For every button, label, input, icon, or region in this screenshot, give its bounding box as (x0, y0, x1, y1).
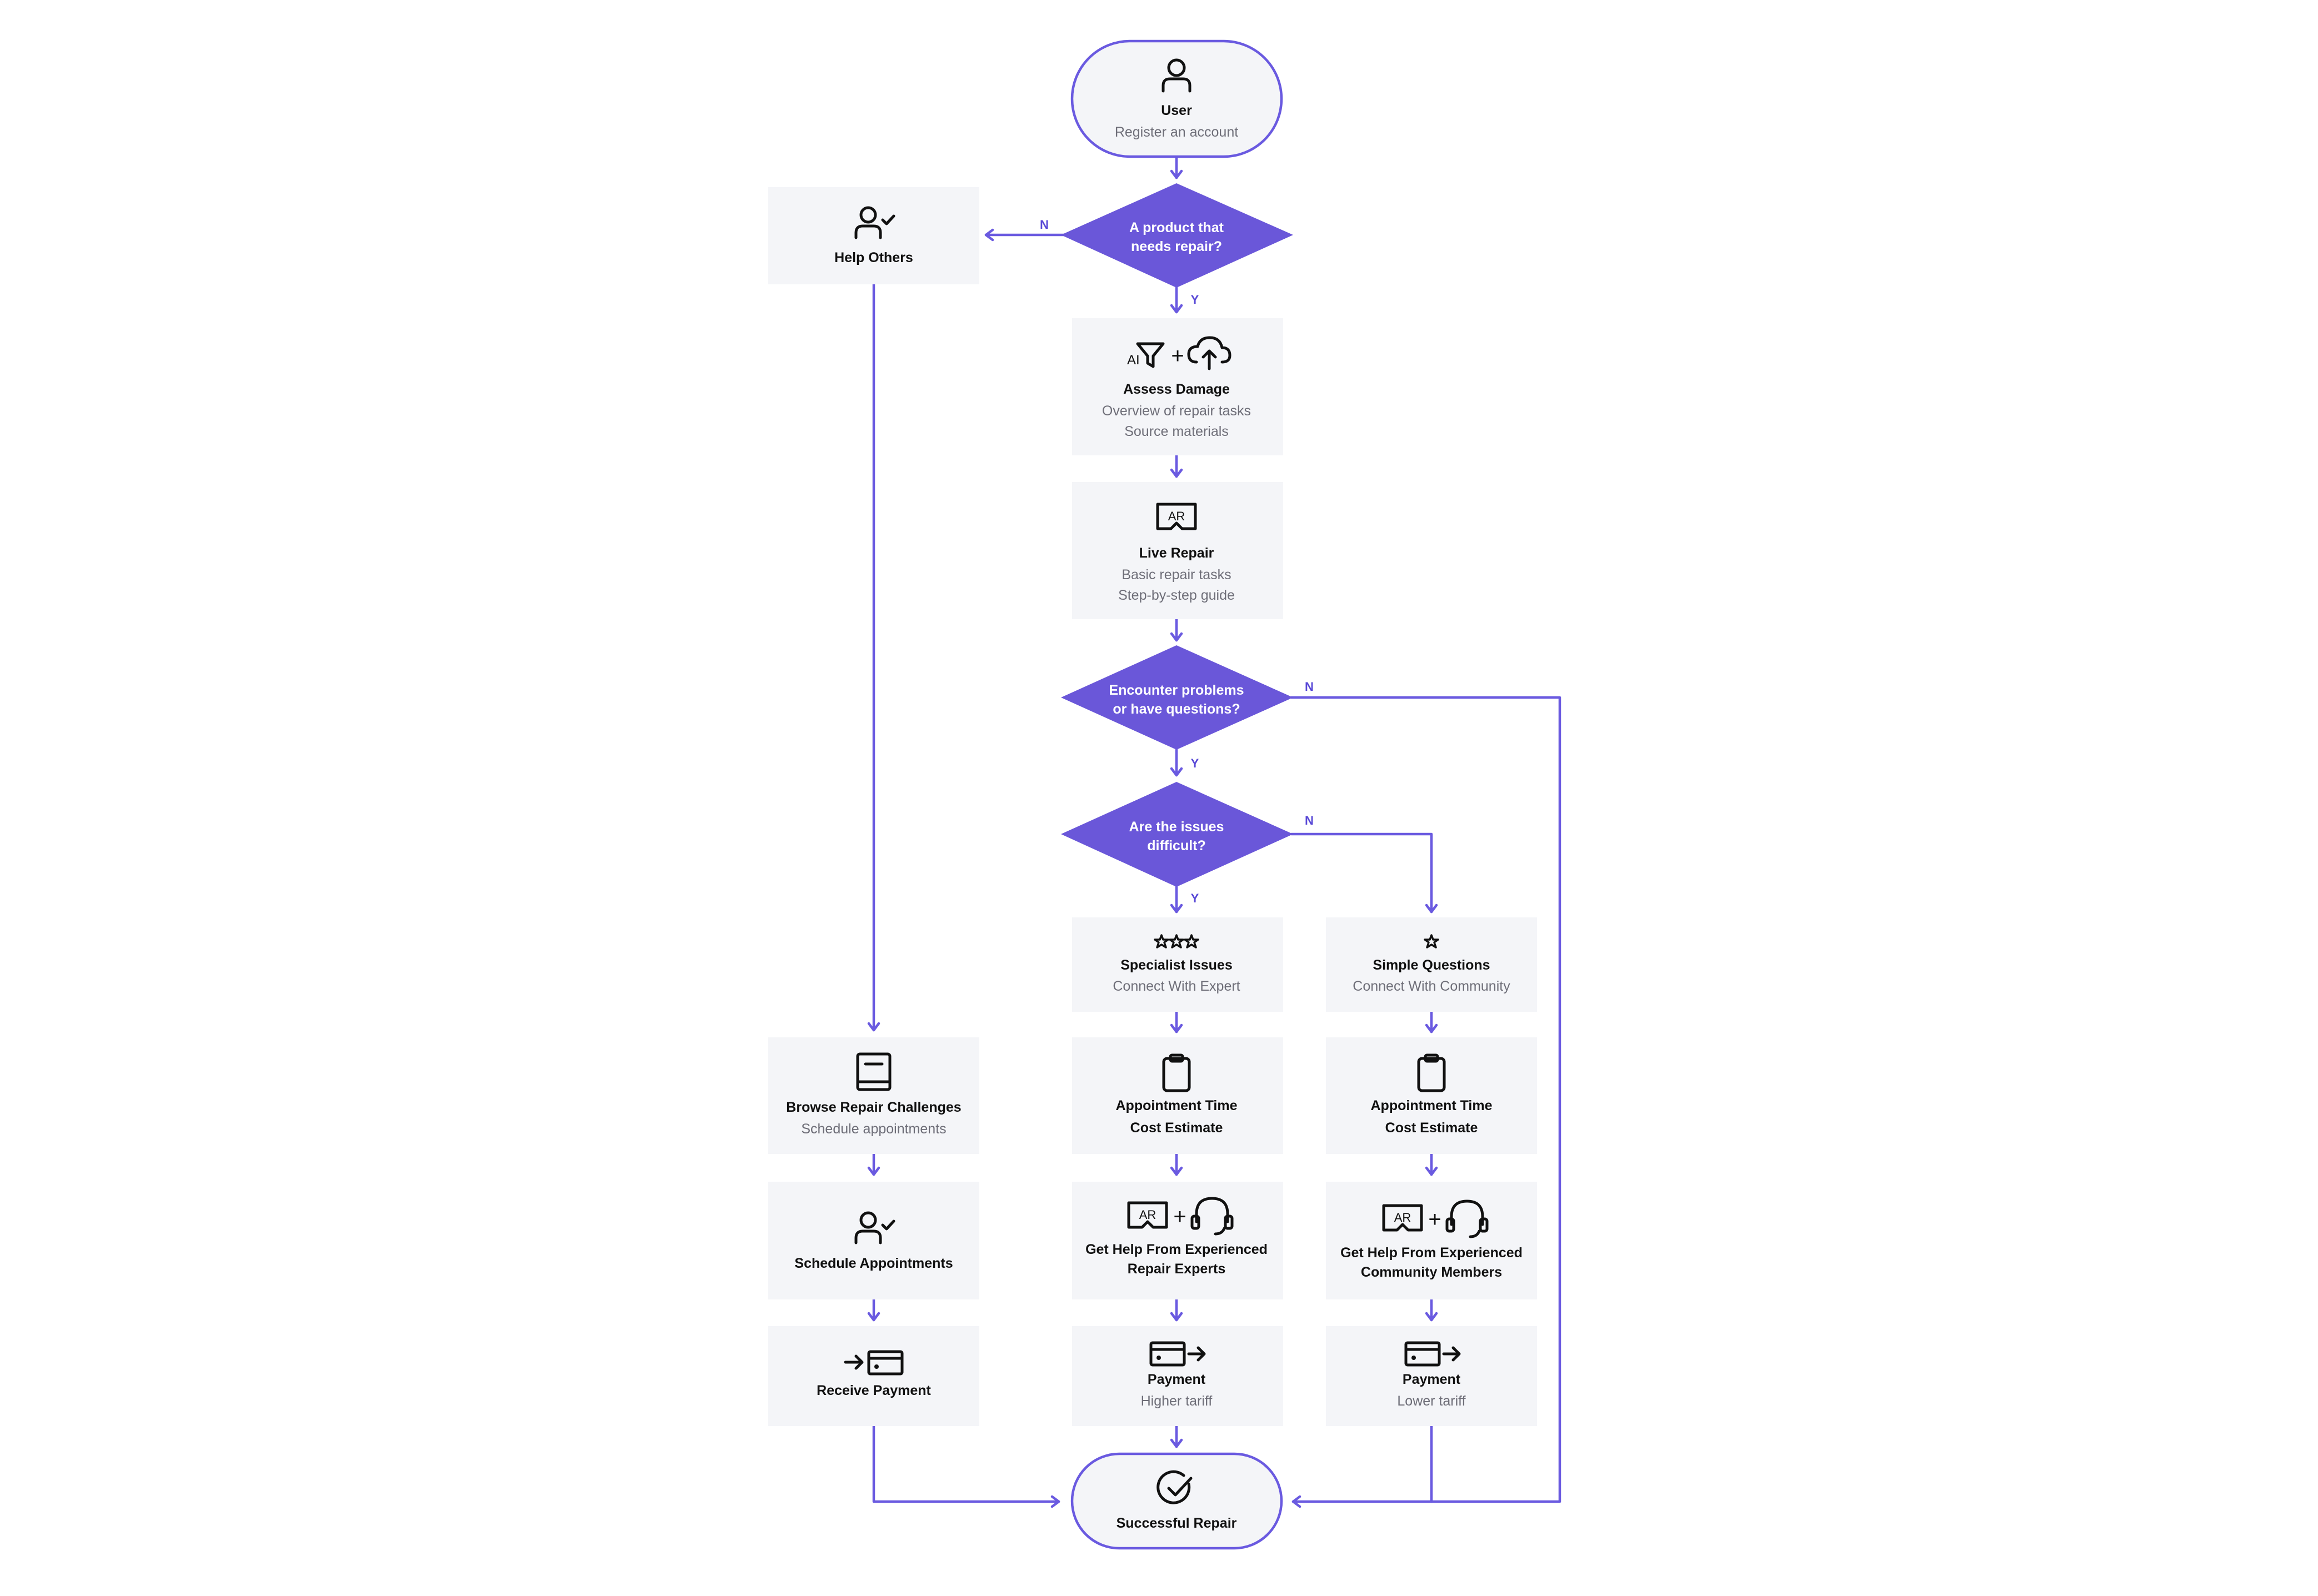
node-browse-challenges: Browse Repair Challenges Schedule appoin… (768, 1037, 979, 1154)
decision-difficult-line1: Are the issues (1129, 819, 1224, 835)
node-payment-lower: Payment Lower tariff (1326, 1326, 1537, 1426)
star-icon (1424, 934, 1439, 948)
help-others-title: Help Others (834, 250, 913, 265)
assess-title: Assess Damage (1123, 382, 1230, 397)
ar-headset-icon: AR (1127, 1201, 1168, 1229)
plus-icon: + (1171, 344, 1184, 368)
edge-label-yes: Y (1191, 293, 1199, 307)
browse-title: Browse Repair Challenges (786, 1100, 961, 1115)
schedule-title: Schedule Appointments (794, 1256, 953, 1271)
node-assess-damage: AI + Assess Damage Overview of repair ta… (1072, 318, 1283, 455)
card-out-icon (1149, 1341, 1206, 1367)
node-help-others: Help Others (768, 187, 979, 284)
ar-headset-icon: AR (1382, 1204, 1423, 1232)
ar-label: AR (1168, 509, 1185, 523)
ar-label: AR (1139, 1208, 1157, 1222)
edge-difficult-no-to-simple (1290, 832, 1438, 914)
browse-subtitle: Schedule appointments (801, 1121, 946, 1137)
appointment-line1: Appointment Time (1116, 1098, 1238, 1113)
appointment-line2: Cost Estimate (1385, 1120, 1478, 1136)
edges (867, 155, 1561, 1508)
node-user: User Register an account (1070, 39, 1283, 158)
node-specialist-issues: Specialist Issues Connect With Expert (1072, 917, 1283, 1012)
help-community-line1: Get Help From Experienced (1340, 1245, 1523, 1261)
clipboard-icon (1417, 1053, 1446, 1092)
simple-title: Simple Questions (1373, 957, 1490, 973)
decision-problems-line2: or have questions? (1113, 701, 1240, 717)
decision-product-line2: needs repair? (1131, 239, 1222, 254)
decision-encounter-problems: Encounter problems or have questions? (1061, 645, 1293, 750)
edge-label-no: N (1305, 680, 1314, 694)
decision-difficult-line2: difficult? (1147, 838, 1206, 854)
payment-title: Payment (1148, 1372, 1206, 1387)
user-check-icon (854, 206, 895, 239)
payment-subtitle: Higher tariff (1141, 1393, 1213, 1409)
receive-title: Receive Payment (817, 1383, 931, 1398)
appointment-line2: Cost Estimate (1130, 1120, 1223, 1136)
ai-label: AI (1127, 353, 1140, 368)
edge-label-yes: Y (1191, 891, 1199, 905)
check-circle-icon (1157, 1470, 1193, 1504)
help-community-line2: Community Members (1361, 1264, 1502, 1280)
payment-title: Payment (1403, 1372, 1461, 1387)
user-icon (1161, 58, 1191, 93)
edge-receive-to-success (872, 1424, 1060, 1508)
live-subtitle-1: Basic repair tasks (1122, 567, 1231, 583)
live-title: Live Repair (1139, 545, 1214, 561)
cloud-upload-icon (1187, 336, 1231, 370)
decision-product-line1: A product that (1129, 220, 1224, 235)
payment-subtitle: Lower tariff (1397, 1393, 1465, 1409)
help-experts-line2: Repair Experts (1128, 1261, 1225, 1277)
edge-label-no: N (1305, 814, 1314, 827)
ar-label: AR (1394, 1211, 1411, 1224)
edge-problems-no-to-success (1290, 696, 1561, 1508)
three-stars-icon (1154, 934, 1199, 948)
node-appointment-expert: Appointment Time Cost Estimate (1072, 1037, 1283, 1154)
node-appointment-community: Appointment Time Cost Estimate (1326, 1037, 1537, 1154)
assess-subtitle-2: Source materials (1124, 424, 1229, 439)
user-subtitle: Register an account (1115, 124, 1238, 140)
headphones-icon (1190, 1197, 1234, 1236)
edge-label-yes: Y (1191, 756, 1199, 770)
edge-label-no: N (1040, 218, 1049, 232)
decision-product-needs-repair: A product that needs repair? (1061, 183, 1293, 288)
node-help-experts: AR + Get Help From Experienced Repair Ex… (1072, 1182, 1283, 1299)
node-schedule-appointments: Schedule Appointments (768, 1182, 979, 1299)
user-title: User (1161, 103, 1192, 118)
live-subtitle-2: Step-by-step guide (1118, 588, 1235, 603)
specialist-subtitle: Connect With Expert (1113, 978, 1240, 994)
clipboard-icon (1162, 1053, 1191, 1092)
ar-headset-icon: AR (1156, 503, 1197, 530)
headphones-icon (1445, 1199, 1489, 1238)
decision-issues-difficult: Are the issues difficult? (1061, 782, 1293, 887)
node-simple-questions: Simple Questions Connect With Community (1326, 917, 1537, 1012)
simple-subtitle: Connect With Community (1353, 978, 1510, 994)
user-check-icon (854, 1211, 895, 1244)
node-payment-higher: Payment Higher tariff (1072, 1326, 1283, 1426)
plus-icon: + (1428, 1207, 1441, 1232)
specialist-title: Specialist Issues (1120, 957, 1233, 973)
node-live-repair: AR Live Repair Basic repair tasks Step-b… (1072, 482, 1283, 619)
success-title: Successful Repair (1117, 1515, 1237, 1531)
assess-subtitle-1: Overview of repair tasks (1102, 403, 1251, 419)
decision-problems-line1: Encounter problems (1109, 682, 1244, 698)
node-successful-repair: Successful Repair (1070, 1452, 1283, 1550)
card-in-icon (844, 1350, 904, 1376)
filter-icon (1136, 342, 1165, 368)
help-experts-line1: Get Help From Experienced (1085, 1242, 1268, 1257)
node-help-community: AR + Get Help From Experienced Community… (1326, 1182, 1537, 1299)
plus-icon: + (1173, 1204, 1186, 1229)
node-receive-payment: Receive Payment (768, 1326, 979, 1426)
appointment-line1: Appointment Time (1371, 1098, 1493, 1113)
book-icon (856, 1052, 892, 1091)
card-out-icon (1404, 1341, 1461, 1367)
